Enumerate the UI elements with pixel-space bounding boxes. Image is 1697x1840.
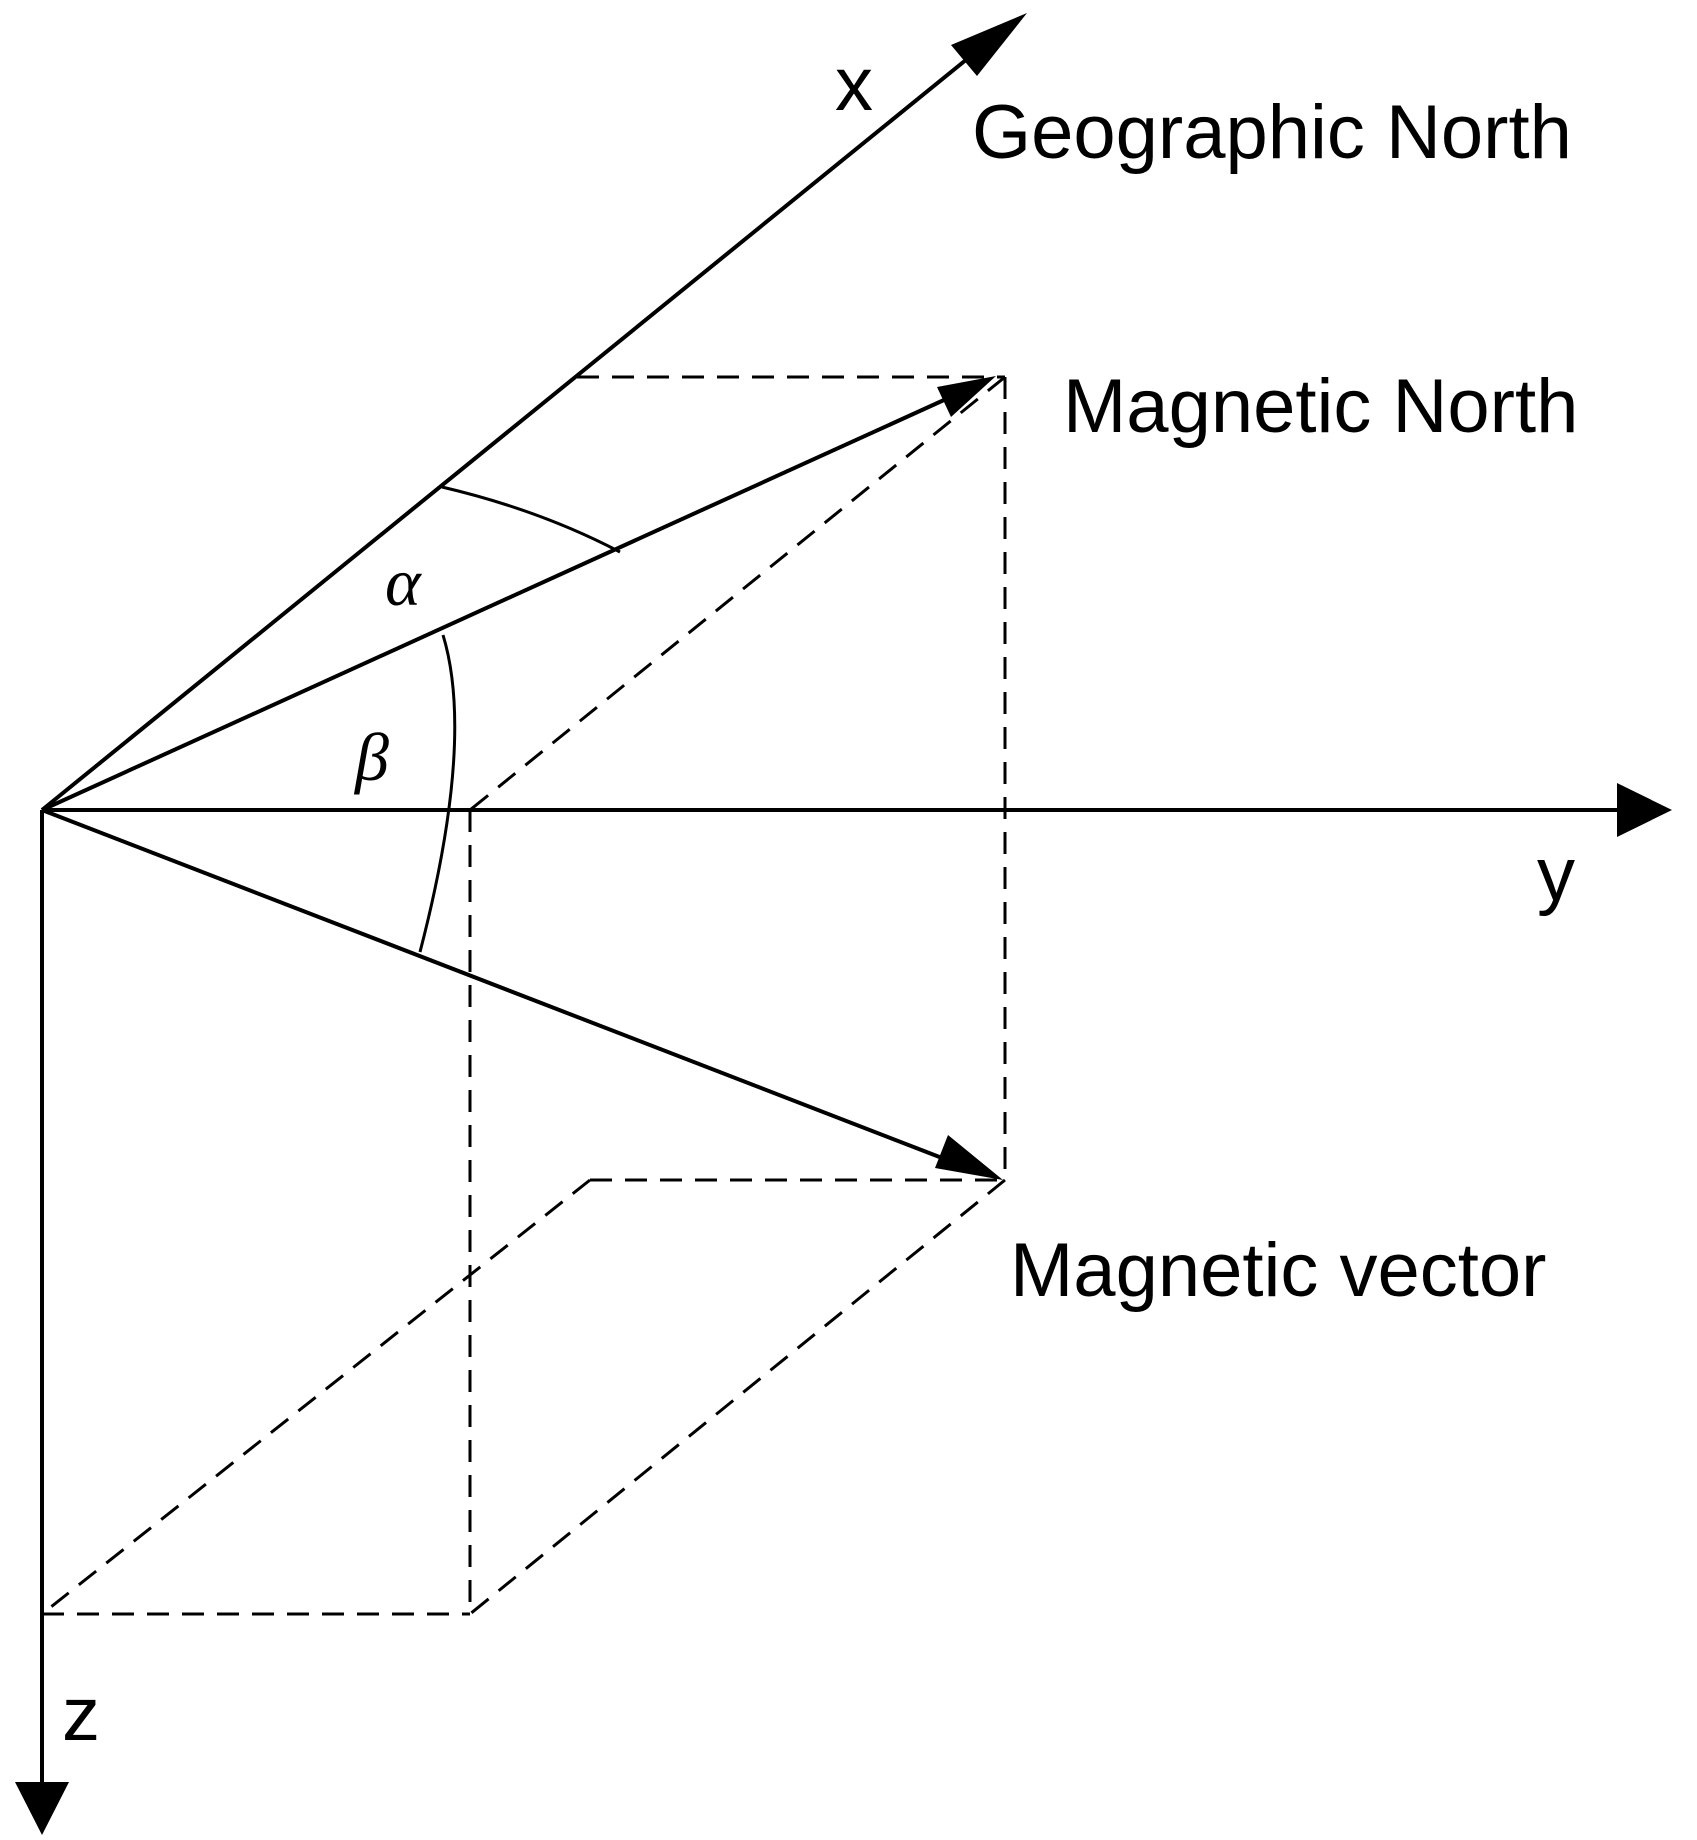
projection-mn-diagonal	[469, 375, 1006, 812]
y-axis-arrowhead	[1617, 783, 1672, 837]
y-axis-label: y	[1537, 832, 1575, 917]
beta-label: β	[353, 719, 389, 795]
geographic-north-label: Geographic North	[972, 90, 1572, 175]
y-axis	[42, 783, 1672, 837]
magnetic-north-vector	[41, 376, 996, 812]
z-axis-arrowhead	[15, 1782, 69, 1835]
projection-right-diagonal	[469, 1178, 1006, 1616]
z-axis	[15, 810, 69, 1835]
magnetic-north-label: Magnetic North	[1063, 364, 1578, 449]
projection-lines	[41, 375, 1007, 1616]
alpha-label: α	[385, 544, 422, 620]
magnetic-vector	[41, 808, 1003, 1180]
magnetic-vector-label: Magnetic vector	[1010, 1228, 1546, 1313]
z-axis-label: z	[62, 1672, 100, 1757]
magnetic-vector-arrowhead	[935, 1135, 1003, 1180]
x-axis	[40, 13, 1027, 812]
beta-arc	[418, 634, 457, 953]
x-axis-arrowhead	[951, 13, 1027, 76]
x-axis-label: x	[835, 42, 873, 127]
magnetic-north-arrowhead	[937, 376, 996, 417]
projection-left-diagonal	[41, 1178, 591, 1616]
alpha-arc	[441, 485, 621, 554]
